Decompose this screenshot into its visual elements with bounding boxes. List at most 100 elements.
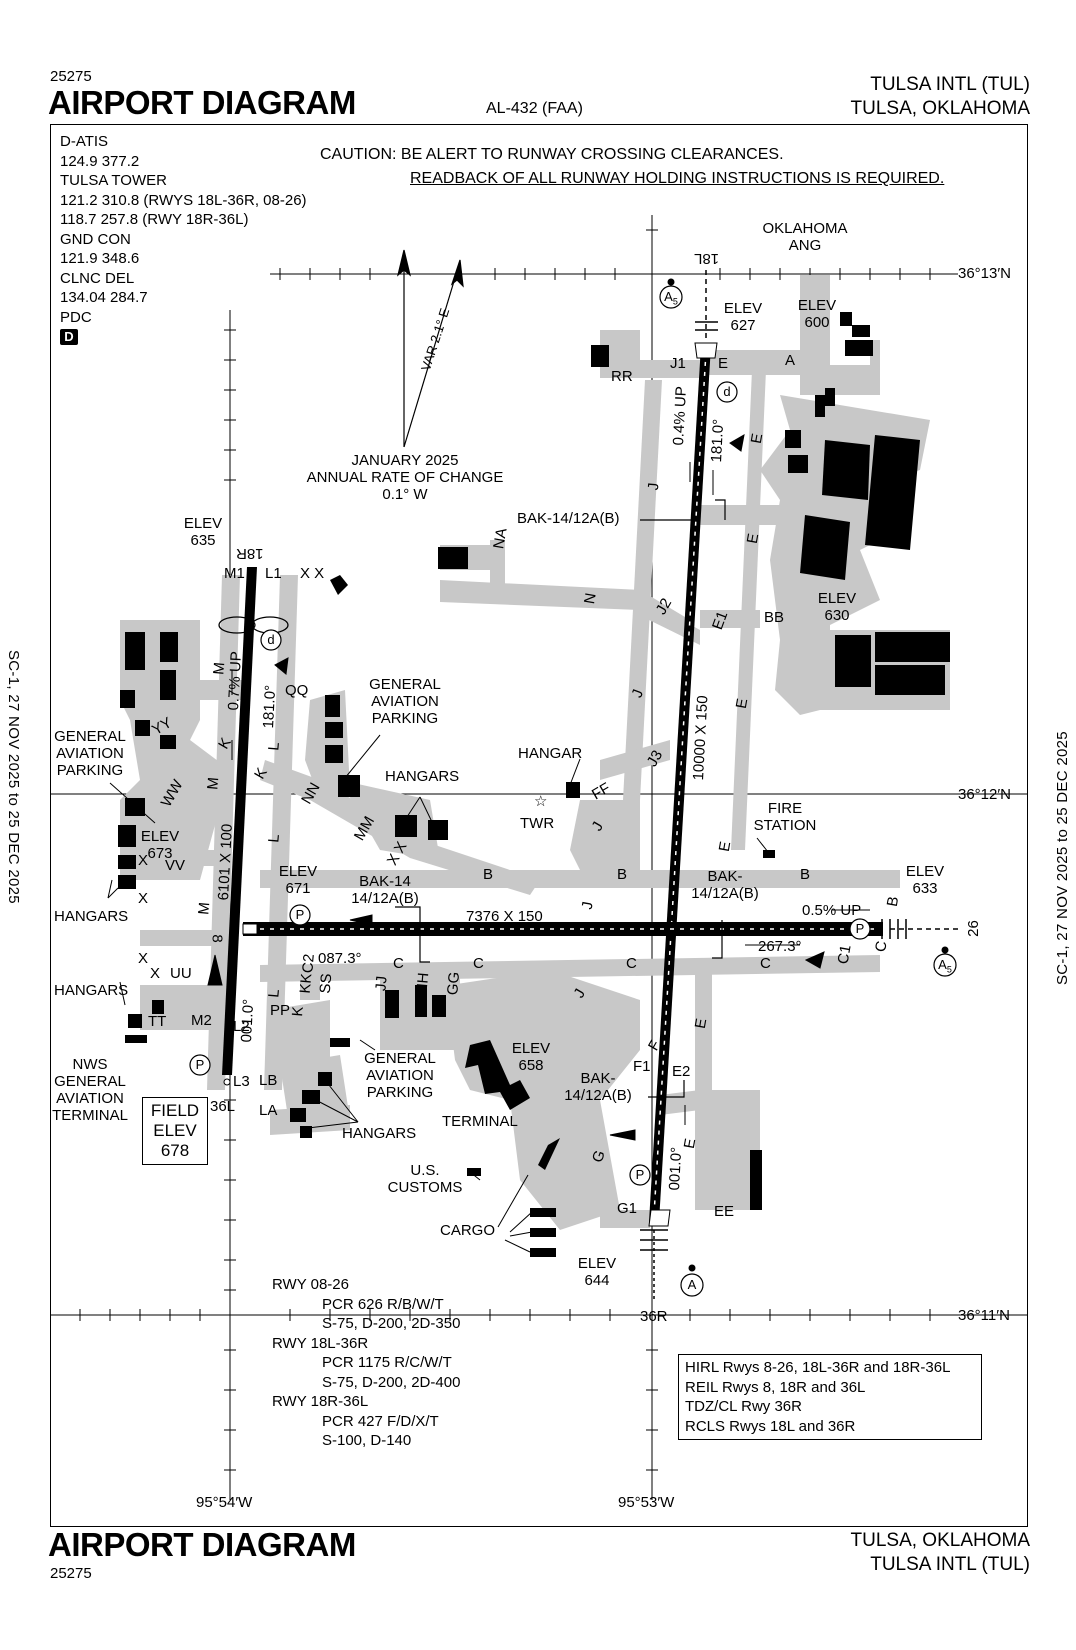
bak-label-south: BAK-14/12A(B) bbox=[564, 1070, 632, 1104]
taxiway-label-e: E bbox=[718, 355, 729, 372]
taxiway-label-j: J bbox=[644, 482, 663, 491]
doc-number-bottom: 25275 bbox=[50, 1565, 92, 1582]
lighting-box: HIRL Rwys 8-26, 18L-36R and 18R-36L REIL… bbox=[678, 1354, 982, 1440]
lat-label-mid: 36°12′N bbox=[958, 786, 1012, 803]
bak-label-north: BAK-14/12A(B) bbox=[517, 510, 620, 527]
taxiway-label-vv: VV bbox=[165, 857, 186, 874]
freq-line: 118.7 257.8 (RWY 18R-36L) bbox=[60, 211, 249, 228]
heading-181-west: 181.0° bbox=[260, 684, 280, 729]
hotspot-dots bbox=[667, 278, 949, 1272]
taxiway-label-la: LA bbox=[259, 1102, 278, 1119]
field-elevation-box: FIELD ELEV 678 bbox=[142, 1097, 208, 1165]
direction-arrows bbox=[207, 434, 870, 1141]
taxiway-label-b: B bbox=[483, 866, 494, 883]
graticule-ticks bbox=[79, 229, 931, 1471]
taxiway-label-rr: RR bbox=[611, 368, 633, 385]
taxiway-label-l: L bbox=[265, 988, 284, 999]
taxiway-label-m2: M2 bbox=[191, 1012, 212, 1029]
lon-label-left: 95°54′W bbox=[196, 1494, 253, 1511]
approach-lights bbox=[640, 270, 960, 1300]
taxiway-label-j1: J1 bbox=[670, 355, 686, 372]
taxiway-label-x: X bbox=[138, 950, 149, 967]
freq-line: 121.9 348.6 bbox=[60, 250, 140, 267]
runway-label-36l: 36L bbox=[210, 1098, 236, 1115]
heading-181-east: 181.0° bbox=[708, 418, 728, 463]
hotspot-a5-east: A5 bbox=[938, 957, 952, 975]
hotspot-a-south: A bbox=[687, 1277, 697, 1292]
annual-change-label: ANNUAL RATE OF CHANGE bbox=[306, 469, 504, 486]
leader-lines bbox=[107, 734, 769, 1253]
title-bottom: AIRPORT DIAGRAM bbox=[48, 1526, 356, 1563]
airport-name-top: TULSA INTL (TUL) bbox=[870, 74, 1030, 95]
taxiway-label-c2: C2 bbox=[299, 953, 318, 974]
taxiway-label-tt: TT bbox=[148, 1013, 167, 1030]
annual-change-date: JANUARY 2025 bbox=[351, 452, 459, 469]
title-top: AIRPORT DIAGRAM bbox=[48, 84, 356, 121]
taxiway-label-l: L bbox=[265, 741, 284, 752]
taxiway-label-hh: HH bbox=[413, 971, 433, 996]
label-hangars-south: HANGARS bbox=[342, 1125, 417, 1142]
hotspot-a5-north: A5 bbox=[664, 289, 678, 307]
taxiway-label-gg: GG bbox=[444, 971, 464, 996]
p-marker-east: P bbox=[855, 921, 865, 936]
taxiway-label-uu: UU bbox=[170, 965, 192, 982]
chart-frame bbox=[50, 124, 1028, 1527]
freq-line: PDC bbox=[60, 308, 92, 326]
taxiway-label-b: B bbox=[800, 866, 811, 883]
runways bbox=[222, 342, 883, 1227]
taxiway-label-jj: JJ bbox=[372, 975, 391, 992]
d-marker-east: d bbox=[723, 384, 731, 399]
taxiway-label-l2: L2 bbox=[233, 1018, 250, 1035]
effective-date-left: SC-1, 27 NOV 2025 to 25 DEC 2025 bbox=[5, 650, 22, 904]
slope-18l: 0.4% UP bbox=[670, 385, 691, 446]
bak-label-east: BAK-14/12A(B) bbox=[691, 868, 759, 902]
freq-line: 124.9 377.2 bbox=[60, 152, 140, 170]
chart-id: AL-432 (FAA) bbox=[486, 100, 583, 117]
label-hangars-west: HANGARS bbox=[54, 908, 129, 925]
pcr-block: RWY 08-26 PCR 626 R/B/W/T S-75, D-200, 2… bbox=[272, 1276, 461, 1449]
d-marker-west: d bbox=[267, 632, 275, 647]
airport-name-bottom: TULSA INTL (TUL) bbox=[870, 1554, 1030, 1575]
taxiway-label-e2: E2 bbox=[672, 1063, 691, 1080]
p-marker-south: P bbox=[635, 1167, 645, 1182]
taxiway-label-lb: LB bbox=[259, 1072, 278, 1089]
taxiway-label-c: C bbox=[760, 955, 771, 972]
pdc-badge: D bbox=[60, 329, 78, 345]
freq-line: 121.2 310.8 (RWYS 18L-36R, 08-26) bbox=[60, 191, 307, 209]
runway-dim-08-26: 7376 X 150 bbox=[466, 908, 543, 925]
runway-label-18l: 18L bbox=[694, 250, 720, 267]
taxiway-label-ee: EE bbox=[714, 1203, 735, 1220]
label-tower: ☆ bbox=[534, 793, 547, 810]
runway-label-26: 26 bbox=[964, 920, 982, 937]
taxiway-label-l: L bbox=[265, 833, 284, 844]
caution-line-2: READBACK OF ALL RUNWAY HOLDING INSTRUCTI… bbox=[410, 170, 945, 187]
taxiway-label-g1: G1 bbox=[617, 1200, 638, 1217]
taxiway-label-m: M bbox=[210, 661, 229, 676]
label-hangars-north: HANGARS bbox=[385, 768, 460, 785]
taxiway-label-k: K bbox=[289, 1005, 307, 1018]
circle-markers bbox=[189, 285, 957, 1297]
runway-label-18r: 18R bbox=[236, 545, 264, 562]
taxiway-label-qq: QQ bbox=[285, 682, 309, 699]
lon-label-right: 95°53′W bbox=[618, 1494, 675, 1511]
taxiway-label-l1: L1 bbox=[265, 565, 282, 582]
doc-number-top: 25275 bbox=[50, 68, 92, 85]
taxiway-label-a: A bbox=[785, 352, 796, 369]
taxiway-label-c: C bbox=[626, 955, 637, 972]
p-marker-west: P bbox=[295, 907, 305, 922]
taxiway-label-f1: F1 bbox=[633, 1058, 651, 1075]
runway-18r-36l bbox=[222, 567, 257, 1075]
label-cargo: CARGO bbox=[440, 1222, 496, 1239]
taxiway-label-b: B bbox=[617, 866, 628, 883]
bak-markers bbox=[395, 499, 726, 1098]
taxiway-label-ss: SS bbox=[316, 972, 336, 995]
